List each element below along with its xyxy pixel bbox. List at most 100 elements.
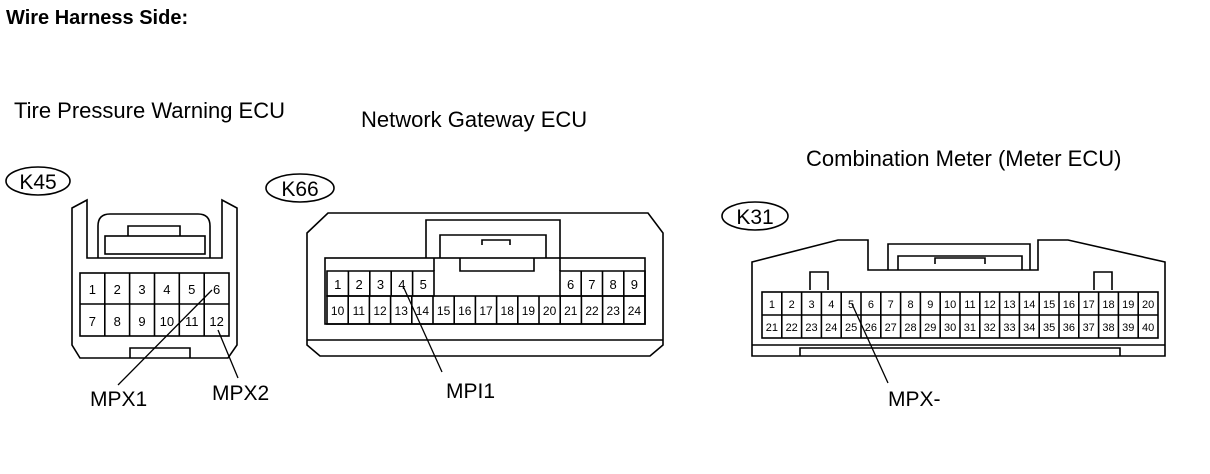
pin-k31-15: 15 xyxy=(1043,299,1055,311)
pin-k31-38: 38 xyxy=(1102,322,1114,334)
pin-k45-4: 4 xyxy=(163,282,170,297)
pins-k66: 1 2 3 4 5 6 7 8 9 10 11 12 13 14 15 16 1… xyxy=(331,277,641,318)
pin-k31-23: 23 xyxy=(805,322,817,334)
pin-k66-24: 24 xyxy=(628,304,642,318)
connector-code-oval-k31 xyxy=(721,201,789,231)
pin-k45-11: 11 xyxy=(185,314,199,329)
pin-k66-2: 2 xyxy=(355,277,362,292)
pin-k31-35: 35 xyxy=(1043,322,1055,334)
housing-k66 xyxy=(306,212,664,357)
connector-code-k31: K31 xyxy=(736,206,773,229)
pin-k31-32: 32 xyxy=(984,322,996,334)
pins-k45: 1 2 3 4 5 6 7 8 9 10 11 12 xyxy=(89,282,224,329)
leader-mpi1 xyxy=(402,285,443,373)
pin-k31-29: 29 xyxy=(924,322,936,334)
pin-k31-8: 8 xyxy=(907,299,913,311)
connector-k45: Tire Pressure Warning ECU K45 xyxy=(5,98,285,359)
pin-k66-19: 19 xyxy=(522,304,536,318)
pin-k66-14: 14 xyxy=(416,304,430,318)
ecu-name-k31: Combination Meter (Meter ECU) xyxy=(806,146,1121,171)
pin-k45-1: 1 xyxy=(89,282,96,297)
pin-k66-16: 16 xyxy=(458,304,472,318)
pin-k31-40: 40 xyxy=(1142,322,1154,334)
connector-k66: Network Gateway ECU K66 xyxy=(265,107,664,357)
pin-k66-5: 5 xyxy=(420,277,427,292)
pin-k31-21: 21 xyxy=(766,322,778,334)
pin-k66-10: 10 xyxy=(331,304,345,318)
housing-k31 xyxy=(751,239,1166,357)
pin-k31-26: 26 xyxy=(865,322,877,334)
pin-k66-3: 3 xyxy=(377,277,384,292)
pin-k66-20: 20 xyxy=(543,304,557,318)
leader-mpx1 xyxy=(117,289,213,386)
pin-k45-6: 6 xyxy=(213,282,220,297)
leaders-k45 xyxy=(117,289,239,386)
pin-k45-7: 7 xyxy=(89,314,96,329)
pin-k66-8: 8 xyxy=(609,277,616,292)
pin-k66-6: 6 xyxy=(567,277,574,292)
pin-k45-10: 10 xyxy=(160,314,174,329)
pin-k31-34: 34 xyxy=(1023,322,1035,334)
pin-k31-24: 24 xyxy=(825,322,837,334)
pin-k66-17: 17 xyxy=(479,304,493,318)
pin-k31-3: 3 xyxy=(808,299,814,311)
pin-k66-7: 7 xyxy=(588,277,595,292)
pin-k31-33: 33 xyxy=(1003,322,1015,334)
pin-k45-5: 5 xyxy=(188,282,195,297)
pin-k45-3: 3 xyxy=(138,282,145,297)
pin-k31-27: 27 xyxy=(885,322,897,334)
pin-k31-39: 39 xyxy=(1122,322,1134,334)
signal-mpi1: MPI1 xyxy=(446,380,495,403)
leader-mpx2 xyxy=(217,329,239,379)
pin-k31-4: 4 xyxy=(828,299,834,311)
signal-mpx1: MPX1 xyxy=(90,388,147,411)
pin-k31-7: 7 xyxy=(888,299,894,311)
connector-code-oval-k45 xyxy=(5,166,71,196)
pin-k45-9: 9 xyxy=(138,314,145,329)
pin-k66-11: 11 xyxy=(353,304,366,318)
pin-k31-19: 19 xyxy=(1122,299,1134,311)
pin-k31-37: 37 xyxy=(1083,322,1095,334)
signal-mpx2: MPX2 xyxy=(212,382,269,405)
pin-k31-36: 36 xyxy=(1063,322,1075,334)
signal-mpx-minus: MPX- xyxy=(888,388,941,411)
pin-k31-22: 22 xyxy=(786,322,798,334)
pin-k31-16: 16 xyxy=(1063,299,1075,311)
pin-k31-11: 11 xyxy=(964,299,975,311)
housing-k45 xyxy=(71,198,238,359)
pin-k66-12: 12 xyxy=(373,304,387,318)
pin-k31-17: 17 xyxy=(1083,299,1095,311)
pin-k31-6: 6 xyxy=(868,299,874,311)
pin-k31-5: 5 xyxy=(848,299,854,311)
pin-k31-9: 9 xyxy=(927,299,933,311)
pin-k45-12: 12 xyxy=(209,314,223,329)
pin-k45-2: 2 xyxy=(114,282,121,297)
pin-k66-4: 4 xyxy=(398,277,405,292)
latch-slot-k45 xyxy=(104,235,206,255)
connector-code-oval-k66 xyxy=(265,173,335,203)
pin-k31-28: 28 xyxy=(904,322,916,334)
pin-k31-30: 30 xyxy=(944,322,956,334)
ecu-name-k45: Tire Pressure Warning ECU xyxy=(14,98,285,123)
pin-k31-13: 13 xyxy=(1003,299,1015,311)
pin-k45-8: 8 xyxy=(114,314,121,329)
pin-k66-13: 13 xyxy=(395,304,409,318)
leader-mpx-minus xyxy=(851,303,889,384)
pin-k31-1: 1 xyxy=(769,299,775,311)
latch-k31 xyxy=(887,243,1031,270)
latch-k45 xyxy=(97,213,211,258)
pin-k31-20: 20 xyxy=(1142,299,1154,311)
pin-k31-31: 31 xyxy=(964,322,976,334)
pin-k66-9: 9 xyxy=(631,277,638,292)
connector-code-k45: K45 xyxy=(19,171,56,194)
pin-k66-23: 23 xyxy=(607,304,621,318)
pin-k31-2: 2 xyxy=(789,299,795,311)
pin-k31-25: 25 xyxy=(845,322,857,334)
pin-k66-18: 18 xyxy=(501,304,515,318)
pins-k31: 1 2 3 4 5 6 7 8 9 10 11 12 13 14 15 16 1… xyxy=(766,299,1154,334)
pin-k31-14: 14 xyxy=(1023,299,1035,311)
page-title: Wire Harness Side: xyxy=(6,7,188,29)
pin-k66-22: 22 xyxy=(585,304,599,318)
pin-k66-1: 1 xyxy=(334,277,341,292)
latch-k66 xyxy=(425,219,561,258)
